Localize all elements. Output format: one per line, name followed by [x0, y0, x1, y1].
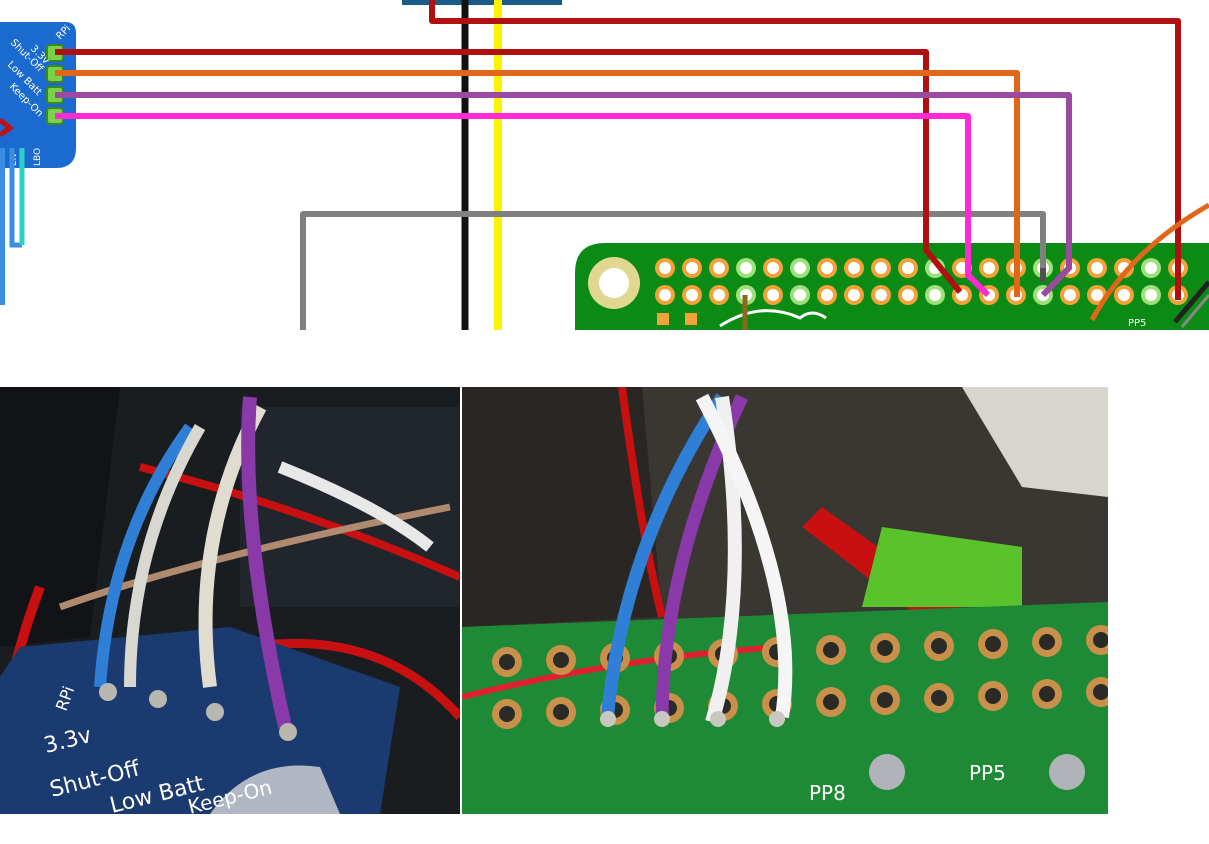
- gpio-pin-hole: [821, 262, 833, 274]
- gpio-pin-hole: [713, 289, 725, 301]
- booster-blue-lead-2: [9, 148, 22, 248]
- gpio-pin-hole: [875, 289, 887, 301]
- pi-label: PP5: [1128, 318, 1146, 329]
- gpio-pin-hole: [1145, 289, 1157, 301]
- photo-pin-hole: [985, 688, 1001, 704]
- gpio-pin-hole: [848, 262, 860, 274]
- gray-wire: [300, 211, 1046, 330]
- gpio-pin-hole: [794, 262, 806, 274]
- gpio-pin-hole: [821, 289, 833, 301]
- photo-pin-hole: [1039, 686, 1055, 702]
- top-connector: [402, 0, 562, 5]
- red-wire-top: [429, 0, 1181, 300]
- photo-pin-hole: [499, 654, 515, 670]
- gpio-pin-hole: [929, 289, 941, 301]
- photo-pin-hole: [931, 690, 947, 706]
- photo-right-label-pp8: PP8: [809, 781, 846, 805]
- gpio-pin-hole: [1091, 289, 1103, 301]
- gpio-pin-hole: [1145, 262, 1157, 274]
- gpio-pin-hole: [686, 262, 698, 274]
- gpio-pin-hole: [848, 289, 860, 301]
- photo-pin-hole: [553, 652, 569, 668]
- photo-pin-hole: [553, 704, 569, 720]
- gpio-pin-hole: [902, 289, 914, 301]
- gpio-pin-hole: [1091, 262, 1103, 274]
- gpio-pin-hole: [686, 289, 698, 301]
- photo-pin-hole: [877, 692, 893, 708]
- gpio-pin-hole: [983, 262, 995, 274]
- photo-pin-hole: [1039, 634, 1055, 650]
- photo-pin-hole: [877, 640, 893, 656]
- gpio-pin-hole: [659, 289, 671, 301]
- wire-low-batt: [55, 92, 1072, 298]
- photo-pin-hole: [499, 706, 515, 722]
- wire-keep-on: [55, 113, 991, 298]
- photo-pin-hole: [823, 642, 839, 658]
- gpio-pin-hole: [767, 289, 779, 301]
- photo-pin-hole: [985, 636, 1001, 652]
- black-wire-right: [1173, 280, 1209, 324]
- pin-label-lbo: LBO: [33, 148, 43, 166]
- photo-pin-hole: [1093, 684, 1108, 700]
- gpio-pin-hole: [794, 289, 806, 301]
- gpio-pin-hole: [767, 262, 779, 274]
- gpio-pin-hole: [1118, 289, 1130, 301]
- gpio-pin-hole: [740, 262, 752, 274]
- photo-pin-hole: [1093, 632, 1108, 648]
- photo-booster-solder: RPi 3.3v Shut-Off Low Batt Keep-On: [0, 387, 460, 814]
- wire-3v3: [55, 49, 963, 294]
- wire-shut-off: [55, 70, 1020, 297]
- booster-red-lead: [0, 118, 15, 138]
- gpio-pin-hole: [875, 262, 887, 274]
- gpio-pin-hole: [902, 262, 914, 274]
- gpio-pin-hole: [1064, 289, 1076, 301]
- gpio-pin-hole: [659, 262, 671, 274]
- photo-pi-solder: PP8 PP5: [462, 387, 1108, 814]
- photo-pin-hole: [931, 638, 947, 654]
- photo-right-label-pp5: PP5: [969, 761, 1006, 785]
- wiring-diagram: PP5 RPi 3.3v Shut-Off Low Batt Keep-On E…: [0, 0, 1209, 330]
- gpio-pin-hole: [713, 262, 725, 274]
- photo-pin-hole: [823, 694, 839, 710]
- orange-wire-right: [1089, 202, 1209, 322]
